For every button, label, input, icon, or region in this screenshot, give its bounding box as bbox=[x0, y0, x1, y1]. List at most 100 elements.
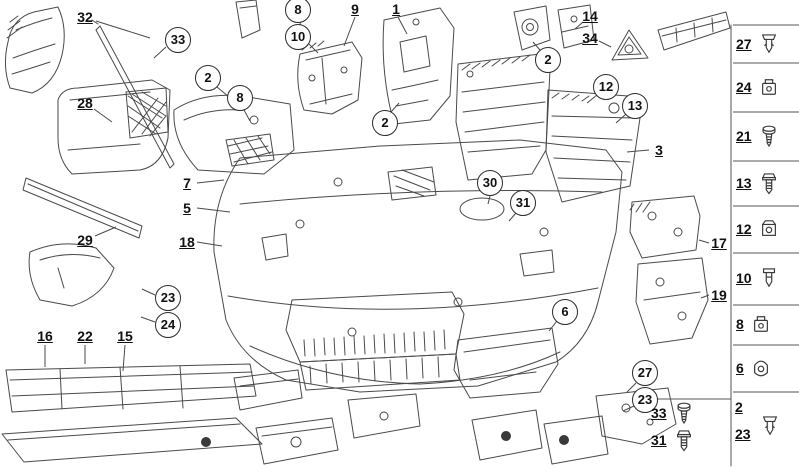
leader-line bbox=[308, 43, 319, 54]
leader-line bbox=[390, 102, 400, 113]
sidebar-item-label: 33 bbox=[651, 405, 667, 421]
part-support-bracket bbox=[297, 40, 363, 115]
leader-line bbox=[397, 16, 408, 35]
leader-line bbox=[626, 149, 650, 153]
callout-3[interactable]: 3 bbox=[655, 142, 663, 158]
part-mudflap-a bbox=[471, 409, 543, 461]
leader-line bbox=[598, 40, 612, 48]
callout-10[interactable]: 10 bbox=[285, 24, 311, 50]
leader-line bbox=[153, 46, 167, 59]
leader-line bbox=[615, 113, 627, 124]
callout-23[interactable]: 23 bbox=[155, 285, 181, 311]
leader-line bbox=[508, 212, 517, 222]
sidebar-item-label: 6 bbox=[736, 360, 744, 376]
callout-17[interactable]: 17 bbox=[711, 235, 727, 251]
leader-line bbox=[532, 41, 541, 51]
callout-30[interactable]: 30 bbox=[477, 170, 503, 196]
sidebar-item-24[interactable]: 24 bbox=[736, 75, 779, 99]
part-front-panel-1 bbox=[382, 7, 455, 125]
leader-line bbox=[700, 294, 710, 299]
callout-16[interactable]: 16 bbox=[37, 328, 53, 344]
sidebar-item-21[interactable]: 21 bbox=[736, 124, 779, 148]
sidebar-item-27[interactable]: 27 bbox=[736, 32, 779, 56]
callout-9[interactable]: 9 bbox=[351, 1, 359, 17]
part-wheelhouse-cover-left bbox=[4, 6, 65, 94]
sidebar-item-31[interactable]: 31 bbox=[651, 428, 694, 452]
fastener-label-23[interactable]: 23 bbox=[735, 426, 751, 442]
fastener-label-2[interactable]: 2 bbox=[735, 399, 743, 415]
clip-nut-icon bbox=[759, 217, 779, 241]
callout-31[interactable]: 31 bbox=[510, 190, 536, 216]
clip-icon bbox=[751, 312, 771, 336]
part-floor-strip-15 bbox=[5, 363, 257, 413]
leader-line bbox=[343, 16, 356, 47]
callout-5[interactable]: 5 bbox=[183, 200, 191, 216]
callout-8[interactable]: 8 bbox=[285, 0, 311, 23]
part-bumper-bracket-b bbox=[255, 417, 339, 465]
sidebar-item-8[interactable]: 8 bbox=[736, 312, 771, 336]
leader-line bbox=[95, 20, 151, 39]
sidebar-item-label: 21 bbox=[736, 128, 752, 144]
fastener-label: 2 bbox=[735, 399, 743, 415]
leader-line bbox=[487, 195, 491, 205]
fastener-label: 23 bbox=[735, 426, 751, 442]
leader-line bbox=[94, 226, 117, 237]
part-front-air-dam bbox=[285, 291, 465, 391]
callout-32[interactable]: 32 bbox=[77, 9, 93, 25]
part-bracket-17 bbox=[629, 195, 701, 259]
sidebar-item-10[interactable]: 10 bbox=[736, 266, 779, 290]
callout-34[interactable]: 34 bbox=[582, 30, 598, 46]
part-edge-strip bbox=[91, 19, 175, 169]
sidebar-item-33[interactable]: 33 bbox=[651, 401, 694, 425]
part-cover-16-22 bbox=[28, 243, 115, 307]
part-center-piece bbox=[347, 393, 421, 439]
callout-12[interactable]: 12 bbox=[593, 74, 619, 100]
sidebar-item-12[interactable]: 12 bbox=[736, 217, 779, 241]
callout-24[interactable]: 24 bbox=[155, 312, 181, 338]
callout-6[interactable]: 6 bbox=[552, 299, 578, 325]
leader-line bbox=[140, 316, 156, 323]
callout-19[interactable]: 19 bbox=[711, 287, 727, 303]
callout-27[interactable]: 27 bbox=[632, 360, 658, 386]
callout-2[interactable]: 2 bbox=[195, 65, 221, 91]
callout-2[interactable]: 2 bbox=[372, 110, 398, 136]
callout-33[interactable]: 33 bbox=[165, 27, 191, 53]
part-rear-shield bbox=[453, 327, 559, 399]
part-trim-strip-29 bbox=[22, 177, 143, 239]
sidebar-item-13[interactable]: 13 bbox=[736, 171, 779, 195]
part-top-right-strip bbox=[657, 11, 731, 51]
leader-line bbox=[196, 179, 225, 184]
callout-18[interactable]: 18 bbox=[179, 234, 195, 250]
callout-15[interactable]: 15 bbox=[117, 328, 133, 344]
grommet-clip-icon bbox=[751, 356, 771, 380]
leader-line bbox=[548, 320, 558, 332]
sidebar-item-label: 12 bbox=[736, 221, 752, 237]
screw-icon bbox=[674, 401, 694, 425]
part-air-duct-left bbox=[455, 53, 551, 181]
callout-8[interactable]: 8 bbox=[227, 85, 253, 111]
callout-7[interactable]: 7 bbox=[183, 175, 191, 191]
part-triangle-bracket-34 bbox=[611, 29, 649, 61]
callout-28[interactable]: 28 bbox=[77, 95, 93, 111]
leader-line bbox=[698, 239, 710, 244]
sidebar-item-label: 8 bbox=[736, 316, 744, 332]
callout-1[interactable]: 1 bbox=[392, 1, 400, 17]
callout-29[interactable]: 29 bbox=[77, 232, 93, 248]
leader-line bbox=[93, 108, 113, 123]
leader-line bbox=[622, 405, 635, 412]
leader-line bbox=[196, 241, 223, 247]
callout-22[interactable]: 22 bbox=[77, 328, 93, 344]
torx-screw-icon bbox=[759, 171, 779, 195]
torx-screw-icon bbox=[674, 428, 694, 452]
part-bracket-19 bbox=[635, 257, 709, 345]
sidebar-item-6[interactable]: 6 bbox=[736, 356, 771, 380]
leader-line bbox=[586, 94, 598, 104]
sidebar-item-label: 10 bbox=[736, 270, 752, 286]
part-underbody-shield bbox=[213, 139, 623, 393]
part-air-duct-grille bbox=[57, 79, 171, 175]
callout-13[interactable]: 13 bbox=[622, 93, 648, 119]
callout-14[interactable]: 14 bbox=[582, 8, 598, 24]
callout-2[interactable]: 2 bbox=[535, 47, 561, 73]
sidebar-item-label: 31 bbox=[651, 432, 667, 448]
